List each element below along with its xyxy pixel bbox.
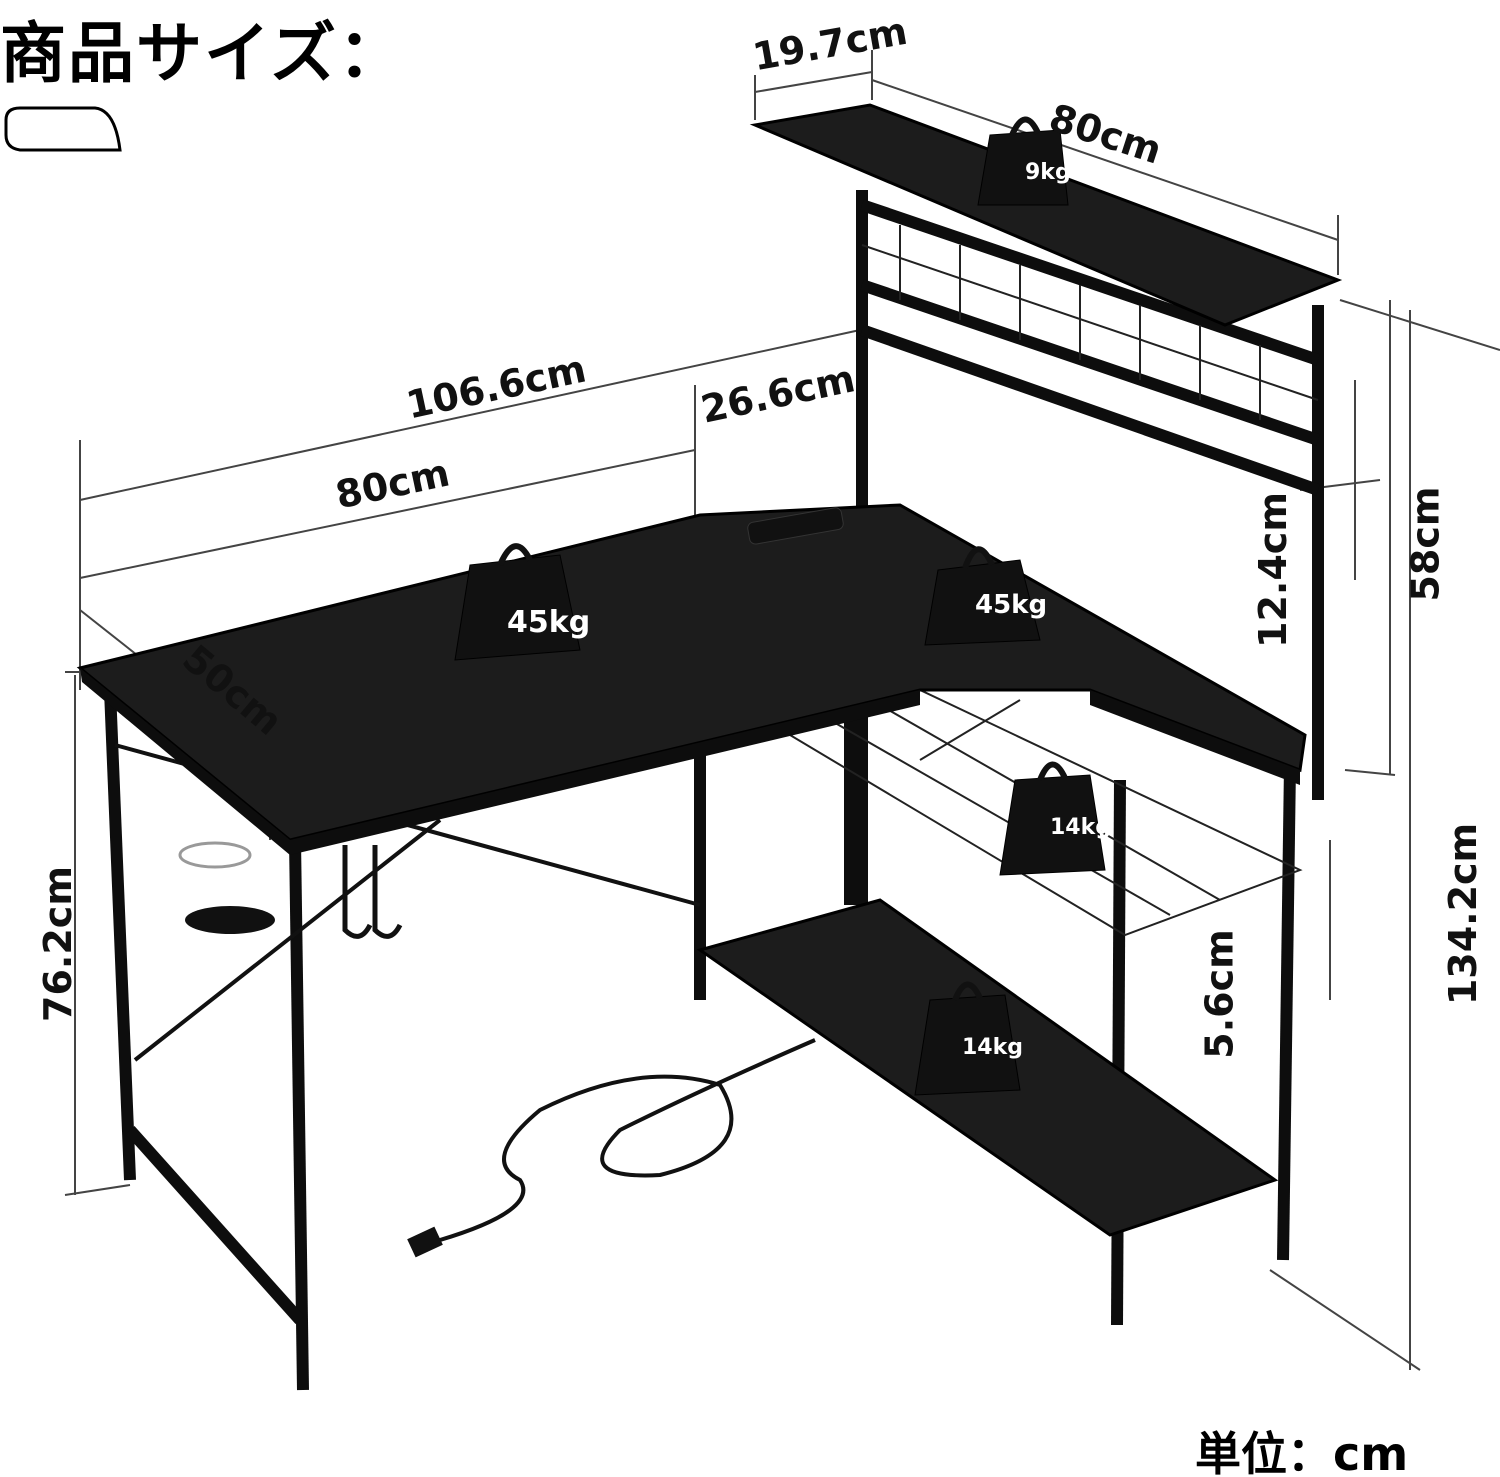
unit-label: 単位：cm bbox=[1195, 1427, 1409, 1477]
dim-total-height: 134.2cm bbox=[1441, 822, 1486, 1006]
top-shelf bbox=[749, 103, 1343, 327]
dim-hutch-gap: 12.4cm bbox=[1250, 492, 1295, 648]
power-strip bbox=[747, 507, 844, 545]
dim-basket-height: 5.6cm bbox=[1197, 929, 1242, 1059]
weight-label-basket: 14kg bbox=[1050, 815, 1111, 840]
weight-label-top-shelf: 9kg bbox=[1025, 160, 1071, 185]
title-decoration bbox=[4, 106, 122, 152]
weight-label-lower-shelf: 14kg bbox=[962, 1035, 1023, 1060]
power-cable bbox=[439, 1038, 816, 1242]
cup-holder-base bbox=[185, 906, 275, 934]
weight-label-desk-right: 45kg bbox=[975, 590, 1048, 620]
page-title: 商品サイズ： bbox=[0, 15, 407, 92]
weight-label-desk-left: 45kg bbox=[507, 605, 591, 640]
desktop-edge bbox=[80, 668, 290, 855]
pegboard-grid bbox=[861, 225, 1319, 420]
weights bbox=[454, 116, 1106, 1096]
hooks bbox=[342, 845, 403, 939]
cup-holder bbox=[178, 841, 252, 869]
dim-desk-height: 76.2cm bbox=[35, 866, 80, 1022]
hutch-frame bbox=[856, 190, 1324, 905]
plug bbox=[407, 1226, 443, 1258]
dim-hutch-height: 58cm bbox=[1403, 486, 1448, 602]
